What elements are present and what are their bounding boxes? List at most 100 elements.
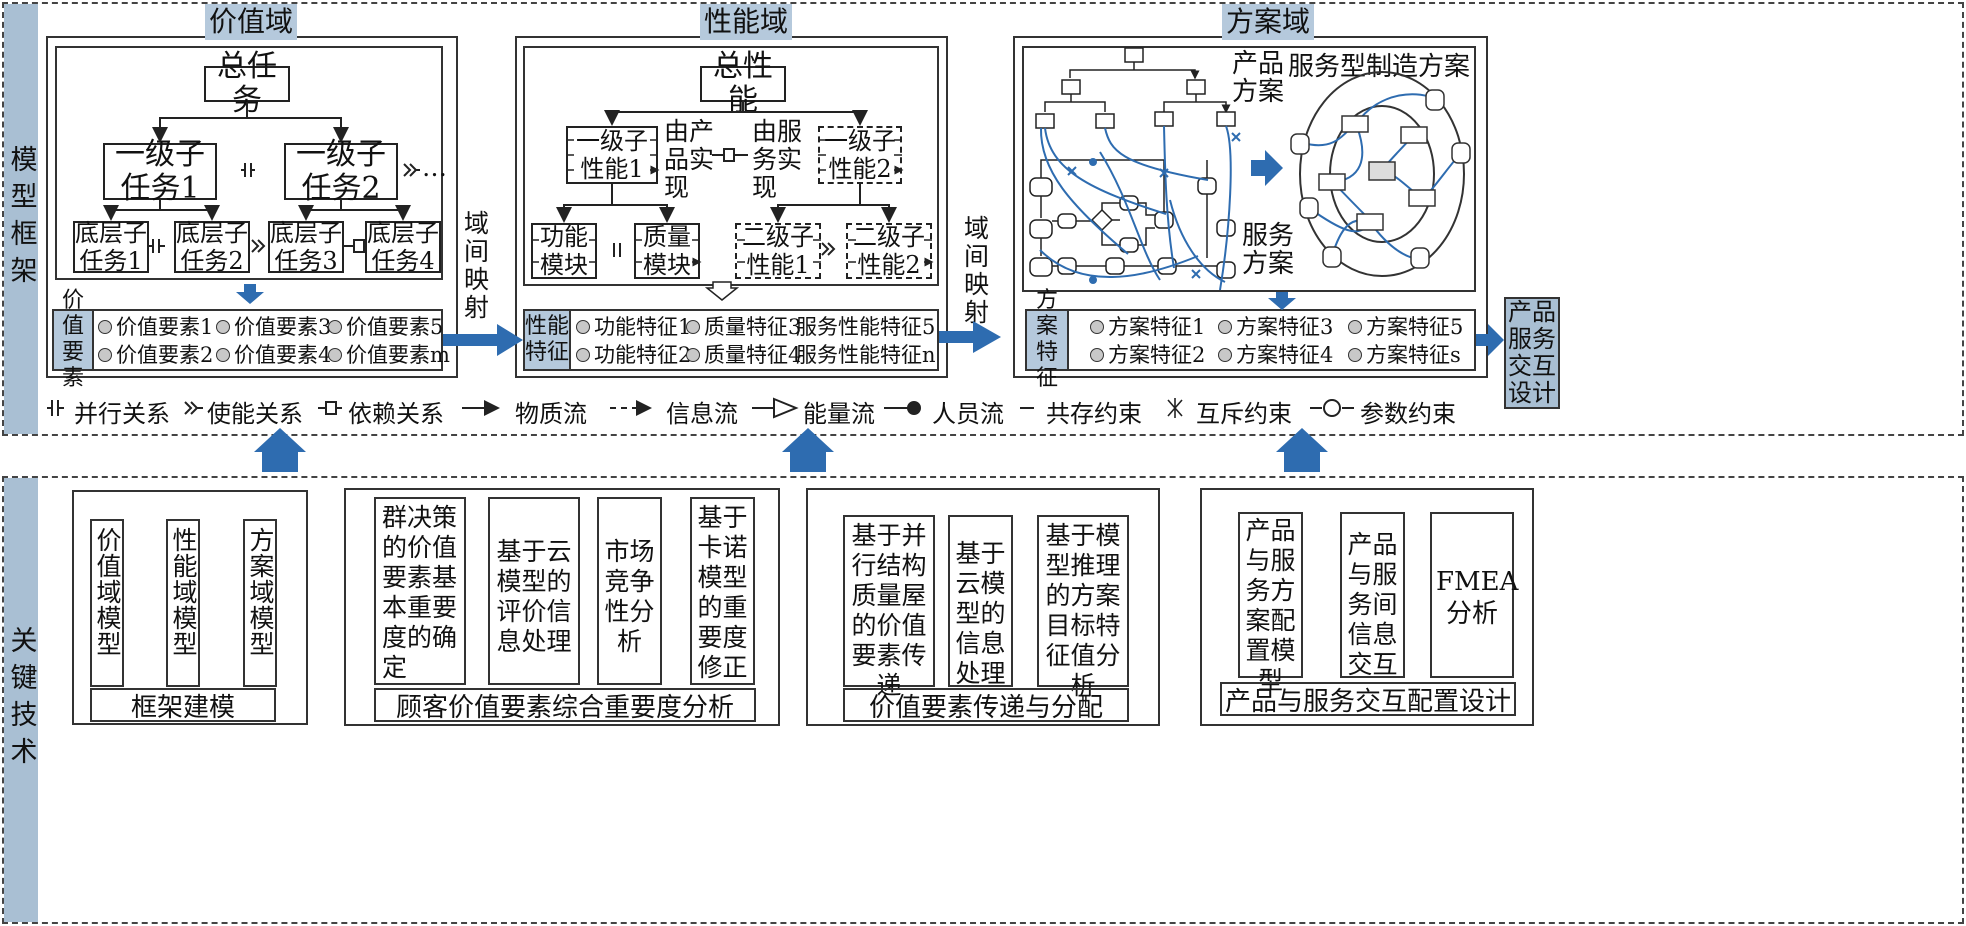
performance-energy-arrow — [704, 281, 740, 301]
legend-depend: 依赖关系 — [348, 400, 444, 428]
mapping-arrow-2 — [939, 321, 1001, 353]
value-feature-3: 价值要素3 — [216, 312, 331, 342]
quality-module-node: 质量 模块 — [634, 223, 700, 279]
service-network — [1029, 159, 1236, 279]
parallel-hoq-box: 基于并行结构质量屋的价值要素传递 — [843, 515, 935, 700]
legend-energy: 能量流 — [803, 400, 875, 428]
l1-performance-2-node: 一级子 性能2 — [818, 126, 902, 184]
value-tree-lines — [103, 102, 411, 221]
solution-feature-4: 方案特征4 — [1218, 340, 1333, 370]
solution-constraint-marks — [1067, 132, 1241, 279]
personnel-node — [1089, 276, 1097, 284]
value-feature-m: 价值要素m — [328, 340, 450, 370]
enable-icon — [821, 242, 836, 256]
performance-feature-n: 服务性能特征n — [796, 343, 936, 367]
l1-performance-1-node: 一级子 性能1 — [566, 126, 658, 184]
up-arrow-3 — [1276, 428, 1328, 472]
mapping-label-2: 域 间 映 射 — [964, 214, 990, 327]
legend-coexist: 共存约束 — [1046, 400, 1142, 428]
exclusive-icon — [1067, 166, 1077, 176]
value-feature-2: 价值要素2 — [98, 340, 213, 370]
depend-icon — [712, 148, 748, 162]
parallel-icon — [47, 400, 64, 416]
value-feature-4: 价值要素4 — [216, 340, 331, 370]
exclusive-icon — [1167, 398, 1183, 418]
value-domain-title: 价值域 — [205, 4, 297, 40]
by-product-label: 由产 品实 现 — [664, 117, 715, 202]
legend-material: 物质流 — [515, 400, 587, 428]
mapping-arrow-1 — [443, 324, 523, 356]
enable-icon — [184, 401, 203, 415]
model-frame-panel — [2, 2, 1964, 436]
value-domain-model-box: 价值域模型 — [90, 519, 124, 687]
framework-caption: 框架建模 — [90, 688, 276, 723]
performance-feature-2: 功能特征2 — [576, 340, 691, 370]
exclusive-icon — [1159, 168, 1169, 178]
fmea-box: FMEA分析 — [1430, 512, 1518, 678]
parallel-icon — [613, 243, 621, 257]
personnel-node — [1089, 158, 1097, 166]
service-solution-label: 服务 方案 — [1242, 221, 1295, 279]
tech-group-config — [1200, 488, 1534, 726]
solution-feature-2: 方案特征2 — [1090, 340, 1205, 370]
value-feature-1: 价值要素1 — [98, 312, 213, 342]
legend-param: 参数约束 — [1360, 400, 1456, 428]
model-reasoning-box: 基于模型推理的方案目标特征值分析 — [1037, 515, 1129, 700]
depend-icon — [318, 401, 342, 415]
value-feature-5: 价值要素5 — [328, 312, 443, 342]
energy-flow-icon — [752, 397, 799, 419]
performance-domain-model-box: 性能域模型 — [166, 519, 200, 687]
depend-icon — [344, 239, 366, 253]
performance-domain-title: 性能域 — [700, 4, 792, 40]
mapping-label-1: 域 间 映 射 — [464, 209, 490, 322]
value-feature-box — [52, 309, 443, 371]
model-frame-side-label: 模型框架 — [4, 4, 38, 434]
base-task-2-node: 底层子 任务2 — [174, 219, 250, 275]
base-task-3-node: 底层子 任务3 — [268, 219, 344, 275]
up-arrow-1 — [254, 428, 306, 472]
ellipsis-label: … — [422, 153, 447, 182]
solution-feature-1: 方案特征1 — [1090, 312, 1205, 342]
performance-feature-box — [523, 309, 939, 371]
performance-relation-symbols — [613, 148, 836, 257]
solution-domain-model-box: 方案域模型 — [243, 519, 277, 687]
performance-tree-lines — [556, 102, 897, 223]
group-decision-box: 群决策的价值要素基本重要度的确定 — [374, 497, 466, 685]
value-down-arrow — [236, 284, 264, 304]
solution-network-box — [1022, 46, 1476, 292]
legend-exclusive: 互斥约束 — [1196, 400, 1292, 428]
performance-feature-5: 服务性能特征5 — [796, 315, 936, 339]
cloud-info-box: 基于云模型的信息处理 — [948, 515, 1013, 688]
legend-icons — [47, 397, 1354, 419]
param-icon — [1323, 399, 1341, 417]
solution-down-arrow — [1268, 292, 1296, 310]
parallel-icon — [149, 239, 165, 253]
function-module-node: 功能 模块 — [531, 223, 597, 279]
l1-task-2-node: 一级子 任务2 — [284, 137, 398, 205]
l2-performance-1-node: 二级子 性能1 — [735, 223, 821, 279]
performance-feature-head: 性能 特征 — [525, 311, 571, 369]
base-task-1-node: 底层子 任务1 — [73, 219, 149, 275]
product-solution-label: 产品 方案 — [1232, 49, 1285, 107]
l2-performance-2-node: 二级子 性能2 — [846, 223, 932, 279]
importance-caption: 顾客价值要素综合重要度分析 — [374, 688, 756, 723]
solution-domain-title: 方案域 — [1222, 4, 1314, 40]
total-performance-node: 总性能 — [700, 50, 786, 118]
info-interaction-box: 产品与服务间信息交互 — [1340, 512, 1405, 679]
legend-enable: 使能关系 — [207, 400, 303, 428]
legend-parallel: 并行关系 — [74, 400, 170, 428]
by-service-label: 由服 务实 现 — [752, 117, 803, 202]
performance-port-arrows — [531, 139, 932, 262]
solution-feature-s: 方案特征s — [1348, 340, 1461, 370]
output-arrow — [1476, 324, 1504, 356]
performance-feature-4: 质量特征4 — [686, 340, 801, 370]
cloud-model-eval-box: 基于云模型的评价信息处理 — [488, 497, 580, 685]
solution-feature-5: 方案特征5 — [1348, 312, 1463, 342]
key-tech-side-label: 关键技术 — [4, 478, 38, 922]
enable-icon — [251, 239, 266, 253]
enable-icon — [403, 163, 420, 177]
legend-personnel: 人员流 — [932, 400, 1004, 428]
solution-feature-head: 方案 特征 — [1027, 288, 1069, 391]
up-arrow-2 — [782, 428, 834, 472]
solution-feature-3: 方案特征3 — [1218, 312, 1333, 342]
